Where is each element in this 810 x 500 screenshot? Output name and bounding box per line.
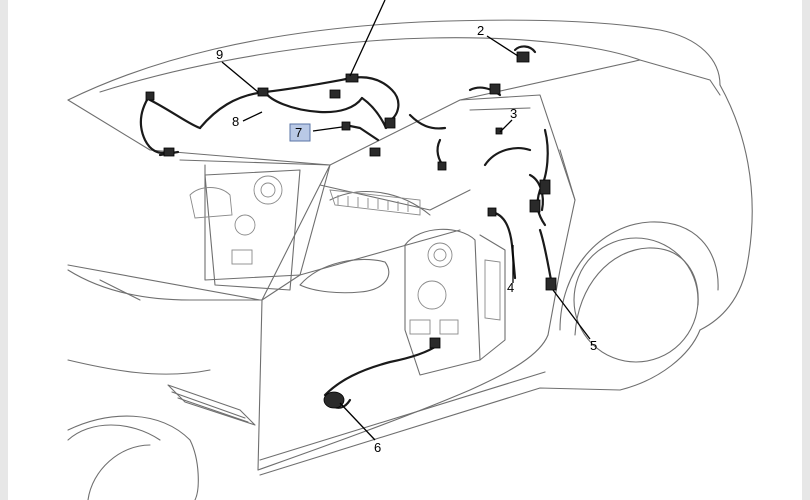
- wiring-harness: [139, 45, 554, 409]
- left-gutter: [0, 0, 8, 500]
- callout-3: 3: [510, 106, 517, 121]
- callout-7-highlight: [289, 123, 311, 142]
- callout-9: 9: [216, 47, 223, 62]
- callout-6: 6: [374, 440, 381, 455]
- callout-labels: 2 3 4 5 6 7 8 9: [216, 23, 597, 455]
- car-body-outline: [67, 19, 753, 500]
- right-gutter: [802, 0, 810, 500]
- callout-8: 8: [232, 114, 239, 129]
- leader-lines: [221, 0, 591, 441]
- interior-details: [189, 175, 501, 335]
- callout-5: 5: [590, 338, 597, 353]
- connectors: [145, 51, 557, 409]
- callout-7: 7: [295, 125, 302, 140]
- callout-4: 4: [507, 280, 514, 295]
- callout-2: 2: [477, 23, 484, 38]
